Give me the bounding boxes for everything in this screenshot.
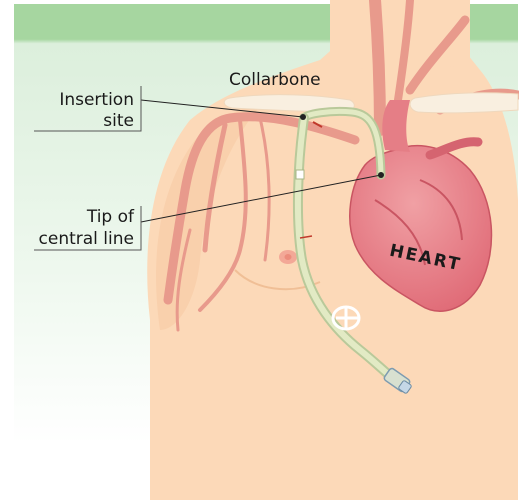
- collarbone-label: Collarbone: [229, 70, 321, 90]
- catheter-clamp: [296, 170, 304, 179]
- catheter-fixation-wing: [333, 307, 359, 329]
- tip-label-line2: central line: [39, 229, 134, 249]
- tip-label-line1: Tip of: [86, 207, 135, 227]
- collarbone-right: [410, 93, 518, 113]
- insertion-site-label-line2: site: [103, 111, 134, 131]
- insertion-site-label-line1: Insertion: [59, 90, 134, 110]
- nipple-center: [285, 254, 292, 260]
